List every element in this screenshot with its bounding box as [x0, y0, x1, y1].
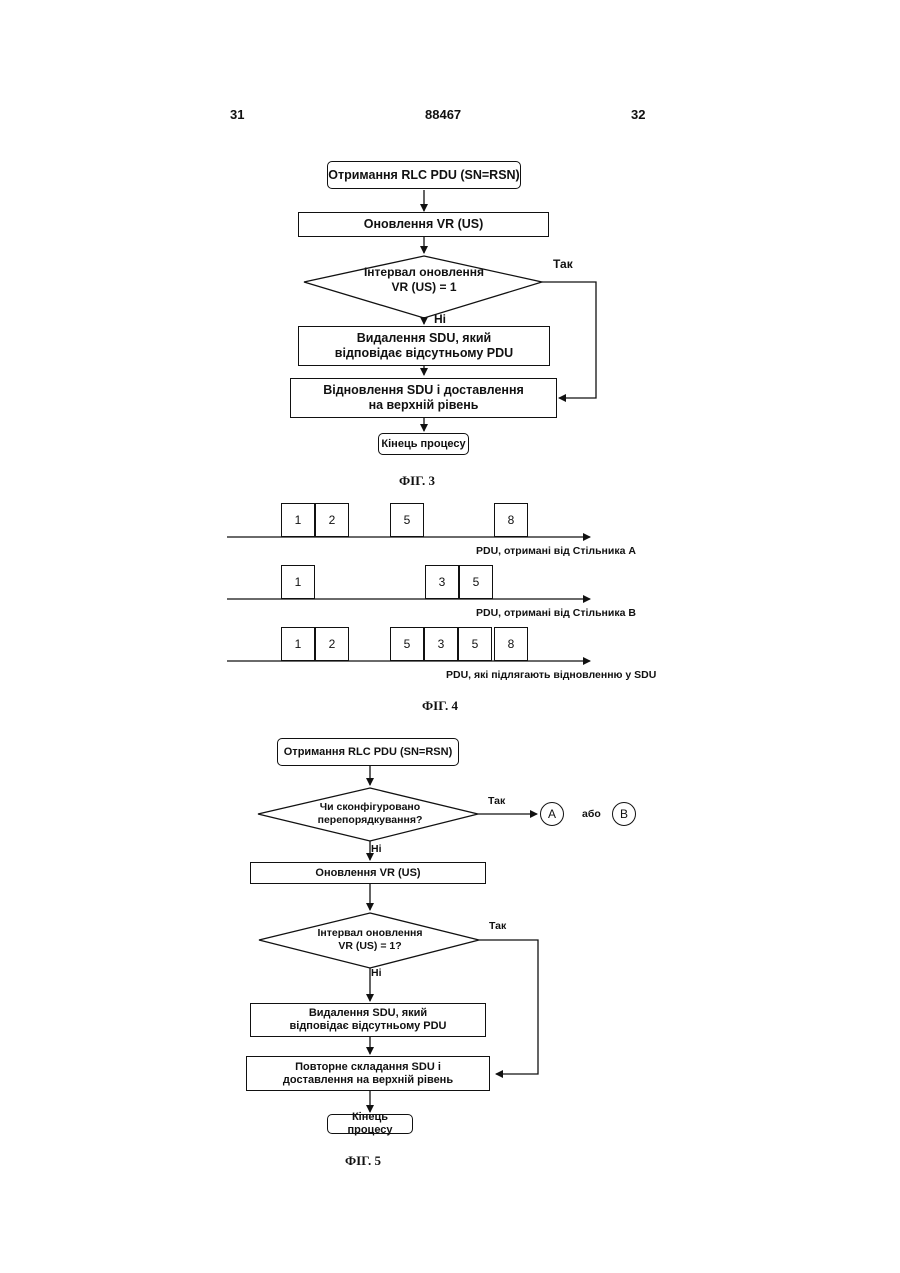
fig3-update-box: Оновлення VR (US) [298, 212, 549, 237]
fig4-row-a-cell: 8 [494, 503, 528, 537]
connector-b: B [612, 802, 636, 826]
fig3-restore-line2: на верхній рівень [369, 398, 479, 413]
fig5-receive-box: Отримання RLC PDU (SN=RSN) [277, 738, 459, 766]
fig3-delete-line2: відповідає відсутньому PDU [335, 346, 513, 361]
fig5-delete-box: Видалення SDU, який відповідає відсутньо… [250, 1003, 486, 1037]
fig3-receive-box: Отримання RLC PDU (SN=RSN) [327, 161, 521, 189]
fig4-row-b-cell: 5 [459, 565, 493, 599]
fig5-no2-label: Ні [371, 967, 382, 979]
fig4-row-c-cell: 8 [494, 627, 528, 661]
fig5-reassemble-box: Повторне складання SDU і доставлення на … [246, 1056, 490, 1091]
fig5-reassemble-line1: Повторне складання SDU і [295, 1061, 441, 1074]
fig3-decision-line1: Інтервал оновлення [334, 265, 514, 280]
fig4-row-a-cell: 2 [315, 503, 349, 537]
fig3-caption: ФІГ. 3 [399, 473, 435, 489]
fig4-row-b-cell: 3 [425, 565, 459, 599]
fig5-yes1-label: Так [488, 795, 505, 807]
fig5-decision1-line2: перепорядкування? [300, 814, 440, 827]
fig3-end-box: Кінець процесу [378, 433, 469, 455]
page-number-left: 31 [230, 107, 244, 122]
document-number: 88467 [425, 107, 461, 122]
fig3-restore-line1: Відновлення SDU і доставлення [323, 383, 524, 398]
fig3-decision-text: Інтервал оновлення VR (US) = 1 [334, 265, 514, 295]
fig3-yes-label: Так [553, 257, 573, 271]
fig4-row-c-cell: 1 [281, 627, 315, 661]
fig5-or-label: або [582, 808, 601, 820]
fig3-no-label: Ні [434, 312, 446, 326]
fig5-no1-label: Ні [371, 843, 382, 855]
page-number-right: 32 [631, 107, 645, 122]
fig5-yes2-path [479, 940, 538, 1074]
fig4-row-c-cell: 3 [424, 627, 458, 661]
fig3-decision-line2: VR (US) = 1 [334, 280, 514, 295]
fig5-yes2-label: Так [489, 920, 506, 932]
fig5-decision2-text: Інтервал оновлення VR (US) = 1? [300, 927, 440, 953]
fig5-decision2-line2: VR (US) = 1? [300, 940, 440, 953]
fig5-decision2-line1: Інтервал оновлення [300, 927, 440, 940]
fig4-row-b-cell: 1 [281, 565, 315, 599]
fig5-delete-line1: Видалення SDU, який [309, 1007, 427, 1020]
fig3-delete-line1: Видалення SDU, який [357, 331, 491, 346]
fig5-decision1-line1: Чи сконфігуровано [300, 801, 440, 814]
fig4-caption: ФІГ. 4 [422, 698, 458, 714]
fig5-update-box: Оновлення VR (US) [250, 862, 486, 884]
fig4-row-c-cell: 5 [458, 627, 492, 661]
fig3-restore-box: Відновлення SDU і доставлення на верхній… [290, 378, 557, 418]
fig5-end-box: Кінець процесу [327, 1114, 413, 1134]
fig4-row-a-label: PDU, отримані від Стільника А [476, 545, 636, 557]
fig4-row-b-label: PDU, отримані від Стільника В [476, 607, 636, 619]
fig3-delete-box: Видалення SDU, який відповідає відсутньо… [298, 326, 550, 366]
fig5-delete-line2: відповідає відсутньому PDU [290, 1020, 447, 1033]
fig4-row-a-cell: 5 [390, 503, 424, 537]
connector-a: A [540, 802, 564, 826]
fig4-row-c-label: PDU, які підлягають відновленню у SDU [446, 669, 656, 681]
fig5-decision1-text: Чи сконфігуровано перепорядкування? [300, 801, 440, 827]
fig5-reassemble-line2: доставлення на верхній рівень [283, 1074, 453, 1087]
fig4-row-c-cell: 2 [315, 627, 349, 661]
fig5-caption: ФІГ. 5 [345, 1153, 381, 1169]
fig4-row-a-cell: 1 [281, 503, 315, 537]
fig4-row-c-cell: 5 [390, 627, 424, 661]
